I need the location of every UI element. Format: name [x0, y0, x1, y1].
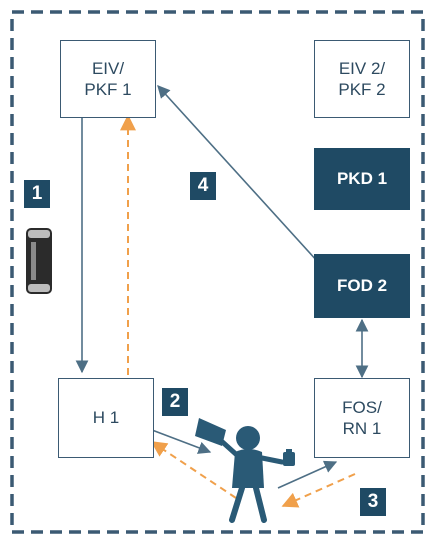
battery-can-icon — [26, 228, 52, 294]
node-fos-rn-1-label: FOS/ RN 1 — [342, 397, 382, 438]
node-h-1: H 1 — [58, 378, 154, 458]
node-eiv-pkf-1-label: EIV/ PKF 1 — [84, 58, 132, 99]
step-badge-3: 3 — [360, 488, 386, 516]
node-fos-rn-1: FOS/ RN 1 — [314, 378, 410, 458]
arrow-person-to-fos-rn-1 — [277, 460, 338, 489]
node-h-1-label: H 1 — [92, 408, 120, 428]
step-badge-1: 1 — [24, 180, 50, 208]
node-eiv-pkf-1: EIV/ PKF 1 — [60, 40, 156, 118]
dashed-arrow-fos-rn-1-to-person — [281, 473, 356, 508]
person-with-megaphone-icon — [195, 418, 295, 523]
node-fod-2-label: FOD 2 — [336, 276, 388, 296]
node-eiv-2-pkf-2-label: EIV 2/ PKF 2 — [338, 58, 386, 99]
node-pkd-1-label: PKD 1 — [336, 169, 388, 189]
step-badge-4: 4 — [190, 172, 216, 200]
outer-dashed-frame — [10, 10, 425, 534]
arrow-fod-2-to-eiv-pkf-1 — [157, 85, 319, 263]
arrow-h-1-to-person — [151, 429, 212, 454]
node-eiv-2-pkf-2: EIV 2/ PKF 2 — [314, 40, 410, 118]
dashed-arrow-person-to-h-1 — [150, 441, 237, 499]
step-badge-2: 2 — [162, 388, 188, 416]
node-fod-2: FOD 2 — [314, 254, 410, 318]
node-pkd-1: PKD 1 — [314, 148, 410, 210]
